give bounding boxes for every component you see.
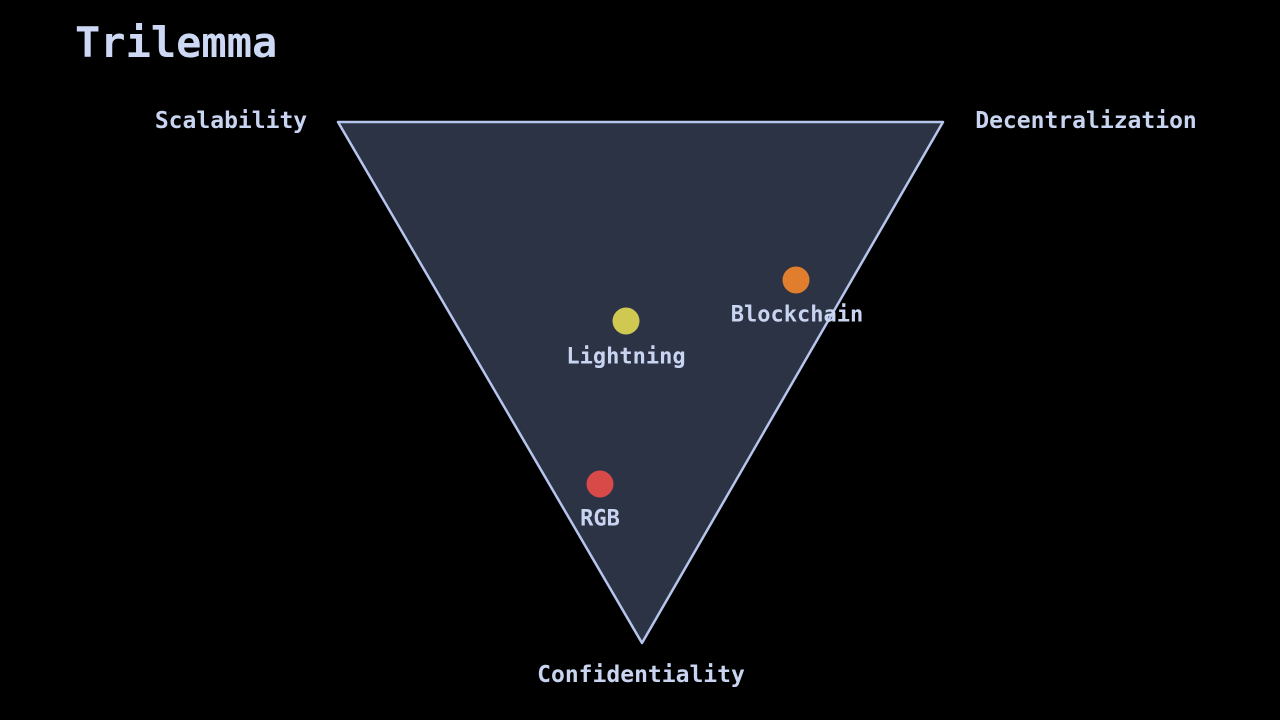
point-dot-lightning: [612, 307, 640, 335]
point-label-blockchain: Blockchain: [730, 302, 864, 328]
triangle-shape: [336, 120, 945, 645]
point-dot-blockchain: [782, 266, 810, 294]
vertex-label-decentralization: Decentralization: [975, 108, 1197, 134]
vertex-label-confidentiality: Confidentiality: [537, 662, 745, 688]
point-dot-rgb: [586, 470, 614, 498]
point-label-lightning: Lightning: [566, 344, 686, 370]
page-title: Trilemma: [75, 18, 278, 67]
point-label-rgb: RGB: [580, 506, 620, 532]
vertex-label-scalability: Scalability: [154, 108, 308, 134]
